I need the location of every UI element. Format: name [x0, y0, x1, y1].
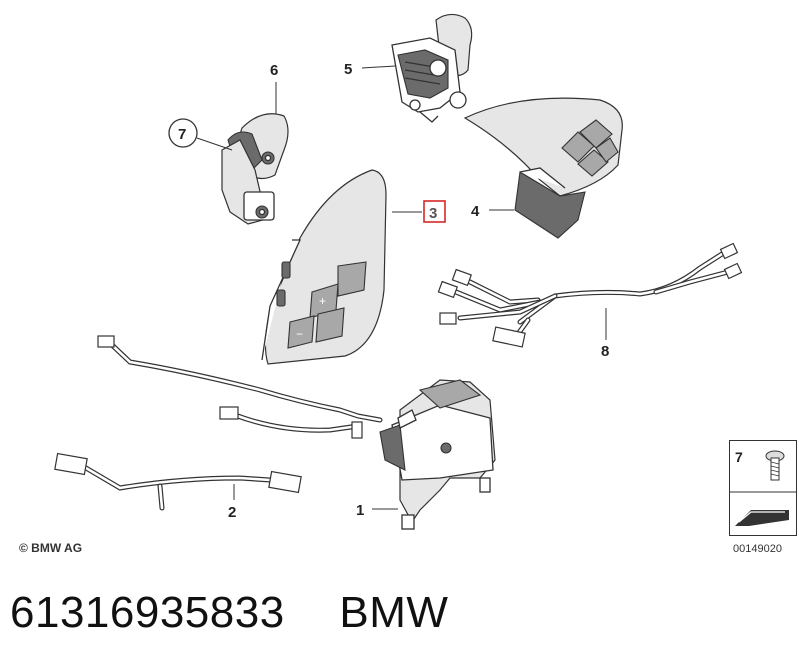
part-3-buttons: + −	[276, 261, 367, 349]
leader-7	[196, 137, 233, 151]
callout-1[interactable]: 1	[356, 502, 364, 519]
callout-4[interactable]: 4	[471, 203, 480, 220]
part-2-wiring-harness[interactable]	[54, 335, 383, 511]
part-5-switch-mount[interactable]	[391, 13, 473, 123]
callout-7[interactable]: 7	[178, 126, 186, 143]
part-8-wiring-harness[interactable]	[437, 242, 743, 348]
part-3-switch-cover[interactable]: + −	[261, 169, 387, 365]
callout-8[interactable]: 8	[601, 343, 609, 360]
svg-text:+: +	[319, 294, 326, 308]
inset-part-number: 7	[735, 449, 743, 465]
callout-3-highlight-box	[423, 200, 446, 223]
screw-icon	[765, 450, 785, 481]
part-6-bracket[interactable]	[221, 113, 289, 225]
arrow-icon	[735, 510, 789, 526]
parts-diagram: 5 6 7 4	[54, 13, 743, 530]
callout-7-circle	[168, 118, 198, 148]
callout-3[interactable]: 3	[429, 205, 437, 222]
callout-6[interactable]: 6	[270, 62, 278, 79]
part-4-switch-cover[interactable]	[463, 97, 623, 239]
callout-2[interactable]: 2	[228, 504, 236, 521]
diagram-id: 00149020	[733, 543, 782, 555]
callout-5[interactable]: 5	[344, 61, 352, 78]
part-1-base-bracket[interactable]	[379, 379, 496, 530]
footer-brand: BMW	[339, 588, 449, 637]
copyright-notice: © BMW AG	[19, 541, 83, 555]
leader-5	[361, 65, 396, 69]
svg-text:−: −	[296, 327, 303, 341]
footer-caption: 61316935833 BMW	[10, 588, 448, 638]
part-4-buttons	[561, 119, 619, 177]
footer-part-number: 61316935833	[10, 588, 285, 637]
inset-fastener-box[interactable]: 7	[729, 440, 797, 536]
